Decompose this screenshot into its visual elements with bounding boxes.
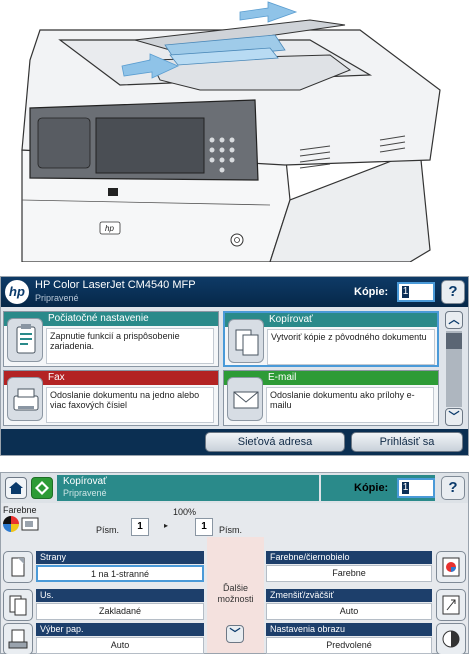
copy-title: Kopírovať (63, 476, 107, 487)
home-screen: hp HP Color LaserJet CM4540 MFP Priprave… (0, 276, 469, 456)
copies-input[interactable]: 1 (397, 282, 435, 302)
tile-fax-title: Fax (4, 371, 218, 385)
tile-initial-setup-title: Počiatočné nastavenie (4, 312, 218, 326)
device-status: Pripravené (35, 293, 79, 303)
fax-machine-icon (7, 377, 43, 421)
color-page-icon (436, 551, 466, 583)
color-wheel-icon (3, 516, 19, 532)
more-options-area[interactable]: Ďalšie možnosti ﹀ (207, 537, 264, 653)
setup-clipboard-icon (7, 318, 43, 362)
copies-bar: Kópie: 1 (321, 475, 435, 501)
tile-copy[interactable]: Kopírovať Vytvoriť kópie z pôvodného dok… (223, 311, 439, 367)
home-button[interactable] (5, 477, 27, 499)
option-sides[interactable]: Strany 1 na 1-stranné (3, 549, 207, 585)
sides-page-icon (3, 551, 33, 583)
sign-in-button[interactable]: Prihlásiť sa (351, 432, 463, 452)
zoom-label: 100% (173, 507, 197, 517)
option-sides-value: 1 na 1-stranné (36, 565, 204, 582)
copies-label: Kópie: (354, 286, 389, 298)
tile-copy-title: Kopírovať (225, 313, 437, 327)
scroll-thumb[interactable] (446, 333, 462, 349)
tile-email[interactable]: E-mail Odoslanie dokumentu ako prílohy e… (223, 370, 439, 426)
svg-text:hp: hp (105, 224, 114, 233)
copy-help-button[interactable]: ? (441, 476, 465, 500)
option-collate[interactable]: Us. Zakladané (3, 587, 207, 623)
start-copy-button[interactable] (31, 477, 53, 499)
option-image-adjust[interactable]: Nastavenia obrazu Predvolené (266, 621, 469, 654)
home-header: hp HP Color LaserJet CM4540 MFP Priprave… (1, 277, 468, 307)
start-diamond-icon (35, 481, 49, 495)
option-reduce-enlarge[interactable]: Zmenšiť/zväčšiť Auto (266, 587, 469, 623)
more-options-label: Ďalšie možnosti (217, 583, 254, 604)
option-sides-title: Strany (36, 551, 204, 564)
option-color-bw-title: Farebne/čiernobielo (266, 551, 432, 564)
home-footer: Sieťová adresa Prihlásiť sa (1, 429, 468, 455)
tile-fax[interactable]: Fax Odoslanie dokumentu na jedno alebo v… (3, 370, 219, 426)
copy-copies-label: Kópie: (354, 482, 389, 494)
option-color-bw-value: Farebne (266, 565, 432, 582)
paper-tray-icon (3, 623, 33, 654)
tile-email-desc: Odoslanie dokumentu ako prílohy e-mailu (266, 387, 434, 423)
original-sides-value: 1 (131, 518, 149, 536)
tile-email-title: E-mail (224, 371, 438, 385)
tile-fax-desc: Odoslanie dokumentu na jedno alebo viac … (46, 387, 214, 423)
copy-titlebar: Kopírovať Pripravené (57, 475, 319, 501)
image-adjust-icon (436, 623, 466, 654)
option-paper-select-value: Auto (36, 637, 204, 654)
scroll-down-button[interactable]: ﹀ (445, 408, 463, 426)
option-image-adjust-title: Nastavenia obrazu (266, 623, 432, 636)
home-icon (9, 482, 23, 494)
hp-logo-icon: hp (5, 280, 29, 304)
network-address-button[interactable]: Sieťová adresa (205, 432, 345, 452)
scroll-track[interactable] (446, 331, 462, 407)
option-paper-select[interactable]: Výber pap. Auto (3, 621, 207, 654)
color-mode-label: Farebne (3, 505, 37, 515)
copy-header: Kopírovať Pripravené Kópie: 1 ? (1, 473, 468, 503)
help-button[interactable]: ? (441, 280, 465, 304)
tile-initial-setup[interactable]: Počiatočné nastavenie Zapnutie funkcií a… (3, 311, 219, 367)
paper-orientation-icon (21, 517, 39, 531)
collate-pages-icon (3, 589, 33, 621)
preview-row: Farebne 100% Písm. 1 ▸ 1 Písm. (1, 505, 468, 536)
option-collate-value: Zakladané (36, 603, 204, 620)
printer-illustration: hp (0, 0, 469, 262)
tile-copy-desc: Vytvoriť kópie z pôvodného dokumentu (267, 329, 435, 365)
copy-copies-input[interactable]: 1 (397, 478, 435, 498)
arrow-right-icon: ▸ (164, 521, 169, 530)
copy-documents-icon (228, 319, 264, 363)
option-reduce-enlarge-value: Auto (266, 603, 432, 620)
envelope-icon (227, 377, 263, 421)
option-paper-select-title: Výber pap. (36, 623, 204, 636)
original-sides-label: Písm. (96, 525, 120, 535)
option-color-bw[interactable]: Farebne/čiernobielo Farebne (266, 549, 469, 585)
copy-status: Pripravené (63, 488, 107, 498)
more-options-down-button[interactable]: ﹀ (226, 625, 244, 643)
output-sides-label: Písm. (219, 525, 243, 535)
scroll-up-button[interactable]: ︿ (445, 311, 463, 329)
resize-page-icon (436, 589, 466, 621)
option-image-adjust-value: Predvolené (266, 637, 432, 654)
option-collate-title: Us. (36, 589, 204, 602)
copy-screen: Kopírovať Pripravené Kópie: 1 ? Farebne … (0, 472, 469, 654)
output-sides-value: 1 (195, 518, 213, 536)
tile-initial-setup-desc: Zapnutie funkcií a prispôsobenie zariade… (46, 328, 214, 364)
device-model: HP Color LaserJet CM4540 MFP (35, 279, 196, 291)
option-reduce-enlarge-title: Zmenšiť/zväčšiť (266, 589, 432, 602)
